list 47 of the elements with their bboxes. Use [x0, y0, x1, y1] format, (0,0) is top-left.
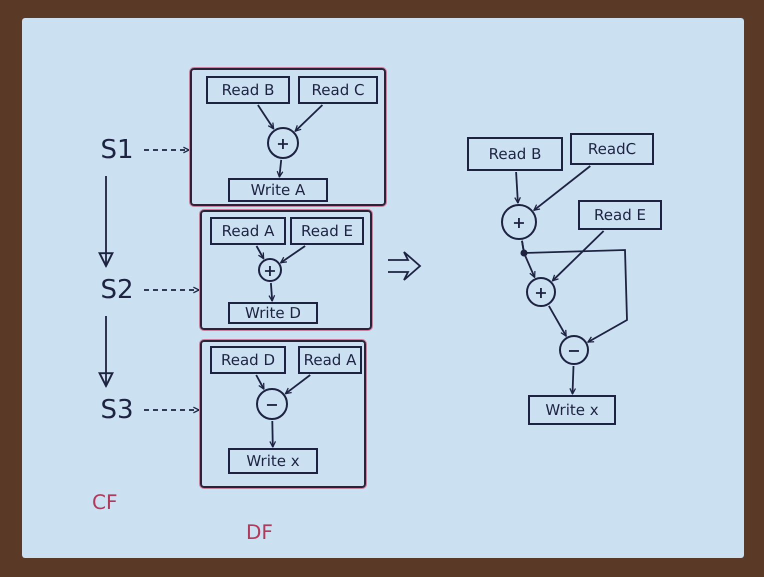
operation-box: Read A — [298, 346, 362, 374]
arrow — [276, 160, 284, 178]
operation-box: Read E — [290, 217, 364, 245]
arrow — [98, 176, 114, 267]
arrow — [569, 366, 576, 395]
arrow — [144, 406, 200, 414]
arrow — [514, 172, 521, 204]
operation-box: Write D — [228, 302, 318, 324]
region-box — [200, 340, 366, 488]
operation-box: Read B — [206, 76, 290, 104]
arrow — [257, 104, 274, 130]
region-box — [190, 68, 386, 206]
section-label: CF — [92, 490, 118, 514]
operation-box: Read A — [210, 217, 286, 245]
arrow — [255, 374, 265, 390]
arrow — [268, 282, 276, 302]
operator-circle: + — [258, 258, 282, 282]
operator-circle: + — [526, 277, 556, 307]
operation-box: Read C — [298, 76, 378, 104]
operation-box: Write A — [228, 178, 328, 202]
section-label: DF — [246, 520, 273, 544]
arrow — [548, 305, 567, 337]
arrow — [533, 165, 591, 211]
region-box — [200, 210, 372, 330]
arrow — [280, 245, 306, 264]
operation-box: Read D — [210, 346, 286, 374]
statement-label: S3 — [92, 390, 142, 430]
arrow — [284, 374, 311, 394]
statement-label: S2 — [92, 270, 142, 310]
arrow — [144, 146, 190, 154]
arrow — [269, 420, 276, 448]
operation-box: ReadC — [570, 133, 654, 165]
operation-box: Write x — [228, 448, 318, 474]
arrow — [98, 316, 114, 387]
operation-box: Write x — [528, 395, 616, 425]
operation-box: Read E — [578, 200, 662, 230]
operator-circle: − — [559, 335, 589, 365]
operator-circle: + — [267, 127, 299, 159]
operator-circle: − — [256, 388, 288, 420]
arrow — [521, 240, 628, 343]
operator-circle: + — [501, 204, 537, 240]
statement-label: S1 — [92, 130, 142, 170]
arrow — [552, 230, 604, 282]
arrow — [294, 104, 324, 132]
operation-box: Read B — [467, 137, 563, 171]
arrow — [144, 286, 200, 294]
arrow — [256, 246, 264, 260]
